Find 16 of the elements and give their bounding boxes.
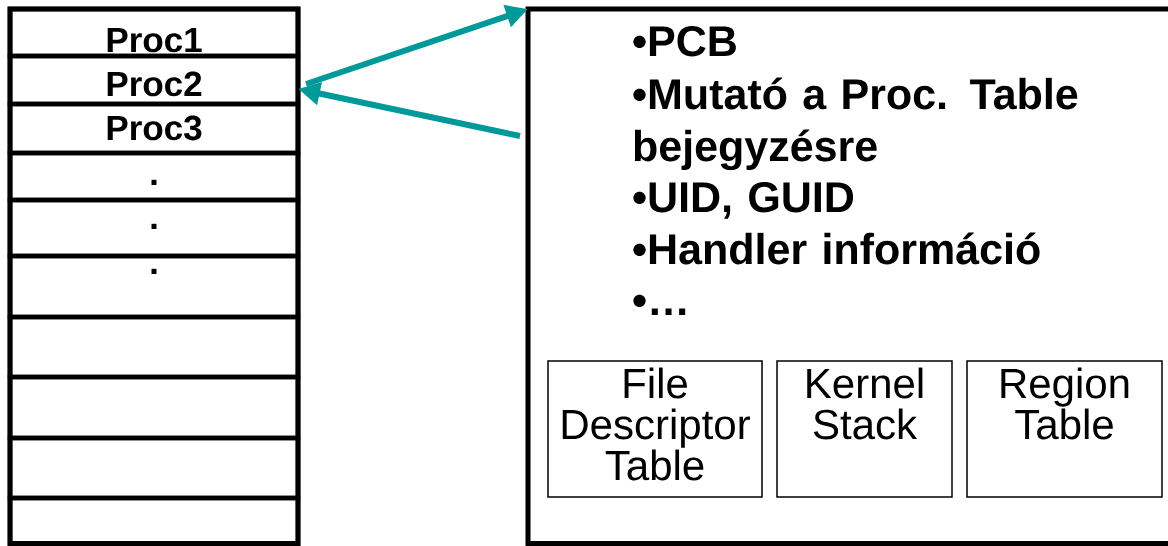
table-row: Proc3 [7,101,301,156]
bullet-item: •… [633,294,686,315]
bullet-item: •PCB [633,25,736,57]
table-row [7,495,301,546]
table-row: . [7,253,301,320]
component-box: File Descriptor Table [547,360,763,498]
bullet-item: •Handler információ [633,232,1040,265]
table-row: Proc1 [7,6,301,59]
table-row: . [7,150,301,203]
table-row: . [7,197,301,259]
table-frame [7,6,301,546]
table-row: Proc2 [7,53,301,107]
bullet-item: •UID, GUID [633,181,854,219]
bullet-item: •Mutató a Proc. Table bejegyzésre [633,77,1078,171]
component-box: Kernel Stack [776,360,953,498]
component-box: Region Table [966,360,1163,498]
